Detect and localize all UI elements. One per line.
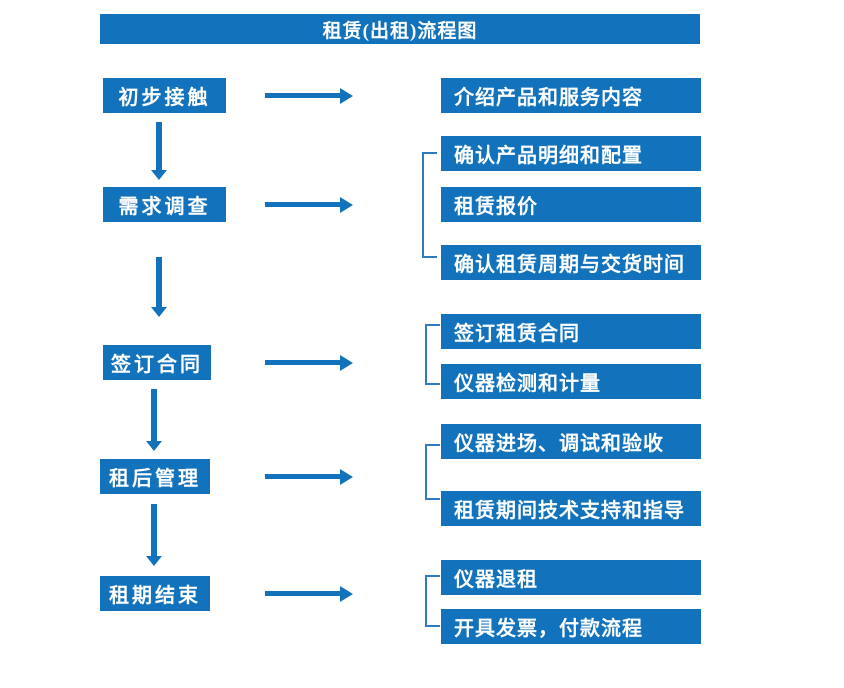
detail-box: 租赁报价 [441, 187, 701, 222]
arrow-line [265, 474, 341, 479]
detail-box: 确认产品明细和配置 [441, 136, 701, 171]
stage-box-initial-contact: 初步接触 [103, 78, 226, 113]
detail-box: 开具发票，付款流程 [441, 609, 701, 644]
chart-title: 租赁(出租)流程图 [100, 14, 700, 44]
arrow-line [265, 360, 341, 365]
stage-box-demand-survey: 需求调查 [103, 187, 226, 222]
arrow-head [340, 586, 353, 602]
arrow-head [151, 170, 167, 180]
stage-box-post-rental-management: 租后管理 [100, 459, 210, 494]
down-arrow-icon [151, 122, 167, 180]
group-bracket [425, 324, 440, 385]
detail-box: 仪器退租 [441, 560, 701, 595]
arrow-head [340, 355, 353, 371]
down-arrow-icon [146, 389, 162, 451]
group-bracket [425, 575, 440, 627]
arrow-line [265, 93, 341, 98]
right-arrow-icon [265, 197, 353, 213]
down-arrow-icon [151, 257, 167, 317]
arrow-head [340, 88, 353, 104]
arrow-head [146, 441, 162, 451]
arrow-line [265, 591, 341, 596]
arrow-line [156, 122, 162, 171]
chart-title-text: 租赁(出租)流程图 [322, 20, 478, 42]
arrow-head [146, 556, 162, 566]
arrow-head [340, 469, 353, 485]
arrow-line [265, 202, 341, 207]
detail-box: 签订租赁合同 [441, 314, 701, 349]
stage-box-lease-end: 租期结束 [100, 576, 210, 611]
arrow-line [151, 504, 157, 557]
down-arrow-icon [146, 504, 162, 566]
detail-box: 仪器进场、调试和验收 [441, 424, 701, 459]
detail-box: 介绍产品和服务内容 [441, 78, 701, 113]
arrow-line [151, 389, 157, 442]
right-arrow-icon [265, 469, 353, 485]
detail-box: 租赁期间技术支持和指导 [441, 491, 701, 526]
detail-box: 仪器检测和计量 [441, 364, 701, 399]
stage-box-contract-signing: 签订合同 [103, 345, 211, 380]
right-arrow-icon [265, 355, 353, 371]
detail-box: 确认租赁周期与交货时间 [441, 245, 701, 280]
right-arrow-icon [265, 586, 353, 602]
arrow-head [151, 307, 167, 317]
arrow-line [156, 257, 162, 308]
arrow-head [340, 197, 353, 213]
right-arrow-icon [265, 88, 353, 104]
group-bracket [425, 444, 440, 500]
group-bracket [422, 152, 437, 258]
